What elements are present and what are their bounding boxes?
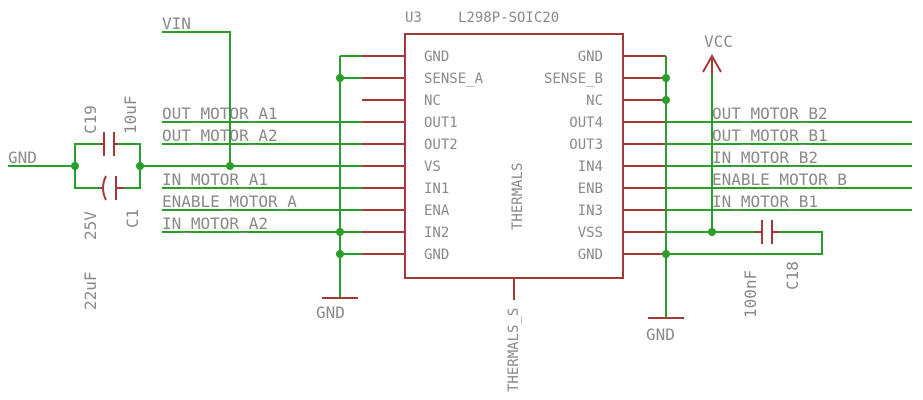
ic-left-pin-labels: GND SENSE_A NC OUT1 OUT2 VS IN1 ENA IN2 … <box>424 49 484 263</box>
pin-label-gnd-l1: GND <box>424 49 449 65</box>
pin-label-in3: IN3 <box>578 203 603 219</box>
net-enable-motor-b: ENABLE_MOTOR_B <box>712 170 847 189</box>
wire-vin <box>162 31 231 166</box>
net-vin: VIN <box>162 14 191 33</box>
wire-c18-gnd <box>666 231 823 255</box>
pin-label-out3: OUT3 <box>569 137 603 153</box>
pin-label-vss: VSS <box>578 225 603 241</box>
pin-label-nc-r: NC <box>586 93 603 109</box>
gnd-label-bottom-right: GND <box>646 325 675 344</box>
ic-left-pin-stubs <box>362 55 405 255</box>
ic-right-pin-labels: GND SENSE_B NC OUT4 OUT3 IN4 ENB IN3 VSS… <box>544 49 603 263</box>
c1-curved-plate <box>102 175 107 201</box>
pin-label-out1: OUT1 <box>424 115 458 131</box>
c1-voltage: 25V <box>81 211 100 240</box>
pin-label-gnd-r1: GND <box>578 49 603 65</box>
ic-part: L298P-SOIC20 <box>458 10 559 26</box>
gnd-label-bottom-left: GND <box>316 303 345 322</box>
c1-value: 22uF <box>81 271 100 310</box>
pin-label-out2: OUT2 <box>424 137 458 153</box>
net-in-motor-a2: IN_MOTOR_A2 <box>162 214 268 233</box>
net-in-motor-b1: IN_MOTOR_B1 <box>712 192 818 211</box>
pin-label-in4: IN4 <box>578 159 603 175</box>
pin-label-ena: ENA <box>424 203 450 219</box>
pin-label-gnd-r2: GND <box>578 247 603 263</box>
pin-label-enb: ENB <box>578 181 603 197</box>
c1-ref: C1 <box>123 209 142 228</box>
net-out-motor-b2: OUT_MOTOR_B2 <box>712 104 828 123</box>
ic-ref: U3 <box>405 10 422 26</box>
pin-label-in2: IN2 <box>424 225 449 241</box>
pin-label-nc-l: NC <box>424 93 441 109</box>
net-in-motor-a1: IN_MOTOR_A1 <box>162 170 268 189</box>
net-enable-motor-a: ENABLE_MOTOR_A <box>162 192 297 211</box>
pin-label-in1: IN1 <box>424 181 449 197</box>
pin-label-vs: VS <box>424 159 441 175</box>
pin-label-sense-a: SENSE_A <box>424 71 484 87</box>
c19-value: 10uF <box>121 95 140 134</box>
net-in-motor-b2: IN_MOTOR_B2 <box>712 148 818 167</box>
pin-label-gnd-l2: GND <box>424 247 449 263</box>
ic-right-pin-stubs <box>623 55 666 255</box>
pin-label-sense-b: SENSE_B <box>544 71 603 87</box>
thermals-s-label: THERMALS_S <box>506 308 522 392</box>
net-out-motor-b1: OUT_MOTOR_B1 <box>712 126 828 145</box>
c18-ref: C18 <box>783 261 802 290</box>
net-out-motor-a1: OUT_MOTOR_A1 <box>162 104 278 123</box>
net-out-motor-a2: OUT_MOTOR_A2 <box>162 126 278 145</box>
gnd-label-left-edge: GND <box>8 148 37 167</box>
c19-ref: C19 <box>81 105 100 134</box>
thermals-center-label: THERMALS <box>510 163 526 230</box>
pin-label-out4: OUT4 <box>569 115 603 131</box>
c18-value: 100nF <box>741 270 760 318</box>
net-vcc: VCC <box>704 32 733 51</box>
